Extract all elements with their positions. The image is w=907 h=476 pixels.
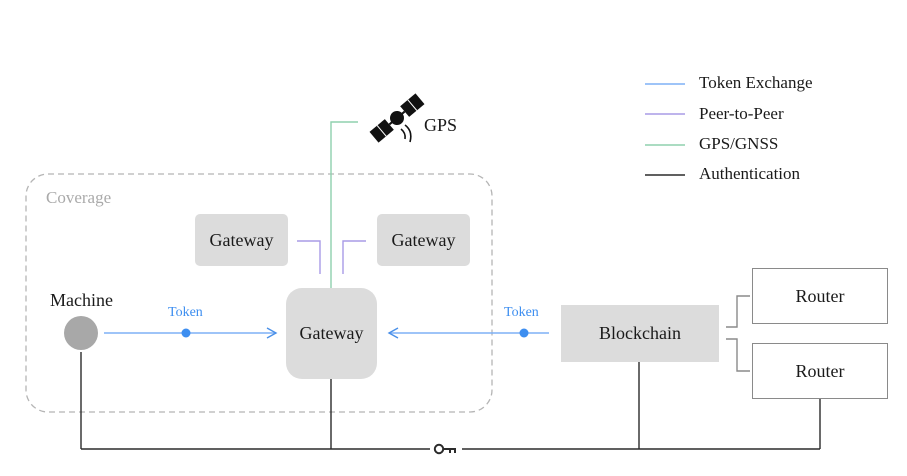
- key-icon: [433, 443, 456, 455]
- gateway-right-node: Gateway: [377, 214, 470, 266]
- token-dot-right: [519, 328, 529, 338]
- router-connector-bottom: [726, 338, 750, 372]
- gps-label: GPS: [424, 115, 458, 135]
- legend-label-token-exchange: Token Exchange: [699, 73, 813, 92]
- token-dot-left: [181, 328, 191, 338]
- router-bottom-node: Router: [752, 343, 888, 399]
- gps-link-line: [330, 121, 358, 288]
- coverage-region: [25, 173, 493, 413]
- router-connector-top: [726, 295, 750, 328]
- router-top-node: Router: [752, 268, 888, 324]
- p2p-link-left: [297, 240, 321, 274]
- gateway-left-node: Gateway: [195, 214, 288, 266]
- coverage-label: Coverage: [46, 188, 112, 207]
- p2p-link-right: [342, 240, 366, 274]
- machine-node: [64, 316, 98, 350]
- machine-label: Machine: [50, 290, 113, 310]
- legend-label-authentication: Authentication: [699, 164, 801, 183]
- blockchain-node: Blockchain: [561, 305, 719, 362]
- token-label-left: Token: [168, 305, 203, 320]
- signal-waves-icon: [400, 124, 412, 143]
- legend-label-peer-to-peer: Peer-to-Peer: [699, 104, 784, 123]
- satellite-icon: [369, 93, 425, 143]
- gateway-main-node: Gateway: [286, 288, 377, 379]
- token-label-right: Token: [504, 305, 539, 320]
- legend-label-gps-gnss: GPS/GNSS: [699, 134, 779, 153]
